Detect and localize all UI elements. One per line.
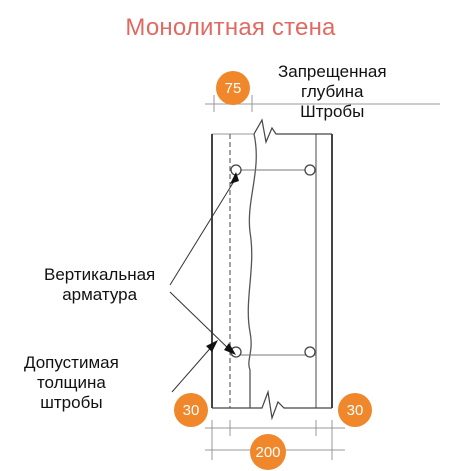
diagram-title: Монолитная стена: [125, 14, 336, 41]
dimension-badge-200: 200: [250, 434, 286, 470]
leader-rebar-top: [169, 177, 237, 286]
label-forbidden-depth: Запрещенная глубина Штробы: [278, 62, 387, 121]
leader-rebar-bottom: [169, 291, 233, 353]
dimension-badge-30-right: 30: [338, 393, 372, 427]
break-line-bottom: [212, 389, 332, 421]
leader-chase: [171, 343, 215, 393]
label-allowed-chase: Допустимая толщина штробы: [24, 353, 119, 412]
label-vertical-rebar: Вертикальная арматура: [44, 265, 156, 304]
rebar-circle-top-right: [304, 164, 316, 176]
rebar-circle-bottom-right: [304, 346, 316, 358]
break-line-top: [253, 118, 332, 145]
dimension-badge-30-left: 30: [174, 393, 208, 427]
dimension-badge-75: 75: [216, 71, 250, 105]
chase-boundary: [247, 133, 257, 408]
